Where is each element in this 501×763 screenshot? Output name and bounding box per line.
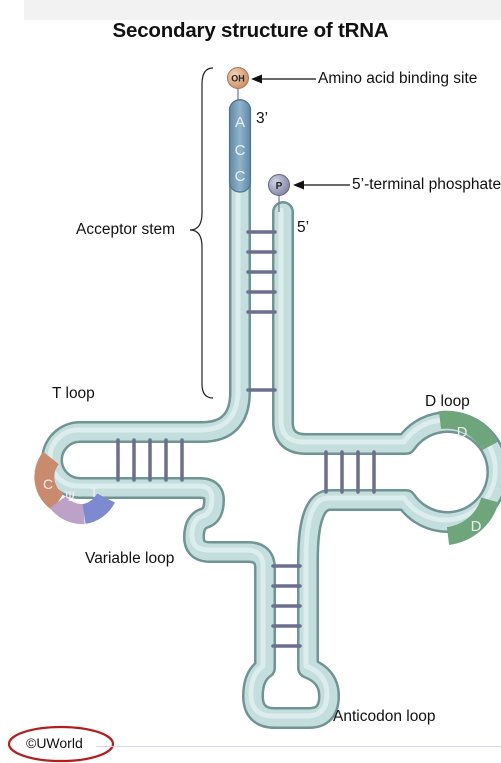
acceptor-stem-brace bbox=[190, 68, 213, 398]
d-loop-base-d1-label: D bbox=[457, 424, 468, 441]
t-loop-base-t bbox=[84, 498, 106, 514]
t-loop-base-psi-label: Ψ bbox=[64, 490, 75, 505]
acceptor-base-c1: C bbox=[235, 142, 246, 159]
terminal-phosphate-label: 5’-terminal phosphate bbox=[352, 176, 501, 194]
t-arm-rungs bbox=[118, 440, 182, 480]
oh-label: OH bbox=[231, 74, 245, 84]
d-loop-base-d2-label: D bbox=[471, 518, 482, 535]
amino-acid-binding-site-label: Amino acid binding site bbox=[318, 70, 477, 88]
three-prime-label: 3’ bbox=[256, 110, 268, 128]
t-loop-base-t-label: T bbox=[90, 484, 99, 500]
phosphate-label: P bbox=[276, 181, 283, 192]
anticodon-loop-label: Anticodon loop bbox=[333, 708, 436, 726]
anticodon-arm-rungs bbox=[273, 566, 300, 646]
variable-loop-label: Variable loop bbox=[85, 550, 174, 568]
copyright-label: ©UWorld bbox=[26, 735, 83, 751]
acceptor-stem-rungs bbox=[248, 232, 275, 390]
pointer-arrows bbox=[251, 75, 350, 190]
footer-rule bbox=[96, 746, 501, 747]
t-loop-base-c-label: C bbox=[43, 476, 53, 492]
t-loop-label: T loop bbox=[52, 385, 95, 403]
five-prime-label: 5’ bbox=[297, 219, 309, 237]
d-loop-label: D loop bbox=[425, 393, 470, 411]
acceptor-stem-label: Acceptor stem bbox=[76, 221, 175, 239]
d-arm-rungs bbox=[326, 452, 374, 492]
acceptor-base-c2: C bbox=[235, 168, 246, 185]
acceptor-base-a: A bbox=[235, 114, 245, 131]
